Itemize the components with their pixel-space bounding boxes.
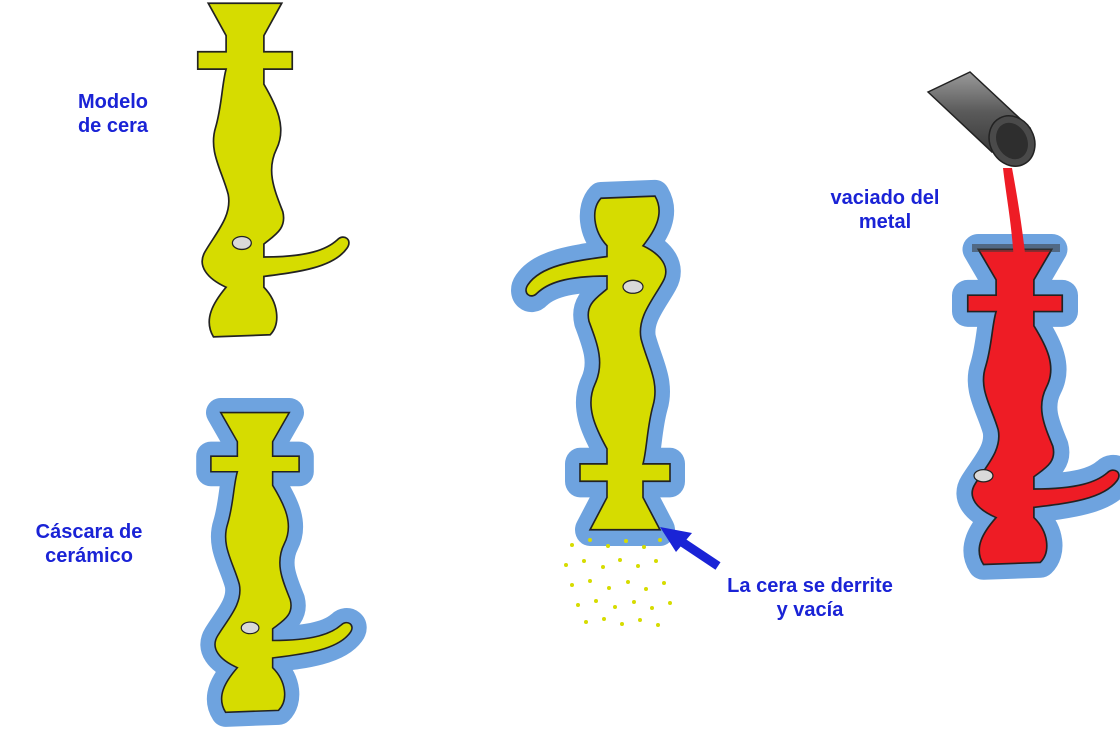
wax-model <box>198 3 349 337</box>
metal-pour-label-line1: vaciado del <box>800 186 970 210</box>
metal-pour-label: vaciado del metal <box>800 186 970 234</box>
metal-pour-label-line2: metal <box>800 210 970 234</box>
melted-wax-drops <box>564 538 672 627</box>
wax-melts-label: La cera se derrite y vacía <box>700 574 920 622</box>
ceramic-shell-label: Cáscara de cerámico <box>4 520 174 568</box>
ceramic-shell-label-line2: cerámico <box>4 544 174 568</box>
wax-melts-label-line2: y vacía <box>700 598 920 622</box>
ceramic-shell-label-line1: Cáscara de <box>4 520 174 544</box>
wax-melting-model <box>526 196 670 530</box>
wax-melts-label-line1: La cera se derrite <box>700 574 920 598</box>
wax-model-label-line1: Modelo <box>58 90 168 114</box>
metal-poured-model <box>968 249 1119 564</box>
ceramic-shell-model <box>211 413 352 713</box>
ladle-icon <box>928 72 1044 174</box>
arrow-icon <box>660 527 718 566</box>
wax-model-label-line2: de cera <box>58 114 168 138</box>
wax-model-label: Modelo de cera <box>58 90 168 138</box>
